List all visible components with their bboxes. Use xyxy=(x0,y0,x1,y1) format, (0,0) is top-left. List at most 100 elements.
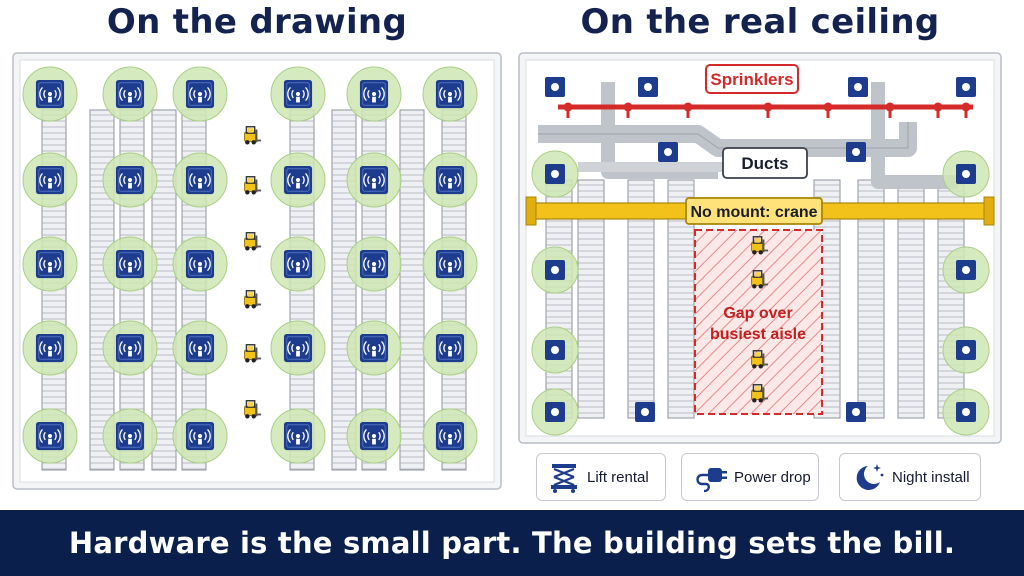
power-plug-icon xyxy=(696,468,727,493)
sensor-node xyxy=(545,77,565,97)
sensor-node xyxy=(942,246,990,294)
title-on-the-real-ceiling: On the real ceiling xyxy=(580,2,940,42)
sensor-node xyxy=(270,320,326,376)
sensor-icon xyxy=(435,165,465,195)
cost-label-power-drop: Power drop xyxy=(734,468,811,486)
sensor-node xyxy=(635,402,655,422)
sensor-node xyxy=(422,236,478,292)
sensor-icon xyxy=(35,79,65,109)
sensor-icon xyxy=(35,333,65,363)
footer-banner: Hardware is the small part. The building… xyxy=(0,510,1024,576)
sensor-node xyxy=(422,408,478,464)
sensor-node xyxy=(172,152,228,208)
sensor-node xyxy=(658,142,678,162)
sensor-icon xyxy=(115,249,145,279)
sensor-node xyxy=(942,388,990,436)
sensor-node xyxy=(102,152,158,208)
sensor-icon xyxy=(115,165,145,195)
sensor-icon xyxy=(359,249,389,279)
sensor-node xyxy=(848,77,868,97)
sprinkler-head xyxy=(885,102,895,112)
rack xyxy=(151,109,177,471)
cost-card-power-drop: Power drop xyxy=(681,453,819,501)
actual-sensor-positions xyxy=(531,77,990,436)
sensor-node xyxy=(22,408,78,464)
sensor-node xyxy=(270,66,326,122)
sensor-icon xyxy=(35,249,65,279)
sensor-icon xyxy=(283,421,313,451)
sensor-node xyxy=(172,408,228,464)
sensor-icon xyxy=(35,421,65,451)
sensor-node xyxy=(102,320,158,376)
sensor-node xyxy=(346,66,402,122)
sensor-node xyxy=(270,236,326,292)
sensor-icon xyxy=(115,421,145,451)
gap-label-line1: Gap over xyxy=(723,305,792,322)
sensor-node xyxy=(422,320,478,376)
footer-caption: Hardware is the small part. The building… xyxy=(68,526,956,560)
ducts-label: Ducts xyxy=(741,154,788,173)
sensor-node xyxy=(942,326,990,374)
sensor-node xyxy=(422,152,478,208)
sensor-icon xyxy=(185,333,215,363)
rack xyxy=(545,179,573,419)
sensor-icon xyxy=(435,79,465,109)
sprinklers-callout xyxy=(705,64,799,94)
rack xyxy=(857,179,885,419)
rack xyxy=(399,109,425,471)
rack xyxy=(577,179,605,419)
sensor-node xyxy=(531,388,579,436)
sprinkler-pipes xyxy=(558,102,973,118)
sensor-node xyxy=(531,150,579,198)
sensor-node xyxy=(638,77,658,97)
planned-sensor-grid xyxy=(22,66,478,464)
sensor-node xyxy=(270,408,326,464)
sprinkler-head xyxy=(623,102,633,112)
sensor-icon xyxy=(359,333,389,363)
sprinkler-head xyxy=(961,102,971,112)
rack xyxy=(331,109,357,471)
sensor-node xyxy=(531,246,579,294)
sensor-icon xyxy=(359,79,389,109)
sensor-icon xyxy=(283,79,313,109)
sensor-node xyxy=(422,66,478,122)
drawing-floorplan xyxy=(12,52,502,490)
sensor-node xyxy=(22,66,78,122)
no-mount-label: No mount: crane xyxy=(690,204,817,221)
sensor-node xyxy=(346,320,402,376)
moon-stars-icon xyxy=(856,464,884,490)
title-on-the-drawing: On the drawing xyxy=(106,2,408,42)
sensor-node xyxy=(22,236,78,292)
sensor-node xyxy=(531,326,579,374)
sensor-node xyxy=(172,320,228,376)
sensor-node xyxy=(846,142,866,162)
gap-label-line2: busiest aisle xyxy=(710,326,806,343)
no-mount-callout xyxy=(685,197,823,225)
sensor-icon xyxy=(283,249,313,279)
sensor-node xyxy=(102,236,158,292)
sensor-icon xyxy=(435,249,465,279)
sprinkler-head xyxy=(563,102,573,112)
sensor-icon xyxy=(359,421,389,451)
sensor-node xyxy=(942,150,990,198)
sensor-node xyxy=(102,408,158,464)
sensor-node xyxy=(346,152,402,208)
sensor-icon xyxy=(115,79,145,109)
coverage-gap-zone xyxy=(694,229,823,415)
sensor-icon xyxy=(283,333,313,363)
sensor-icon xyxy=(435,333,465,363)
sprinkler-head xyxy=(823,102,833,112)
sensor-node xyxy=(22,320,78,376)
rack xyxy=(897,179,925,419)
sprinkler-head xyxy=(763,102,773,112)
scissor-lift-icon xyxy=(551,464,577,493)
sensor-icon xyxy=(185,165,215,195)
sensor-icon xyxy=(185,79,215,109)
sensor-node xyxy=(172,236,228,292)
sensor-node xyxy=(22,152,78,208)
sprinkler-head xyxy=(933,102,943,112)
sensor-icon xyxy=(185,249,215,279)
cost-label-night-install: Night install xyxy=(892,468,970,486)
cost-card-lift-rental: Lift rental xyxy=(536,453,666,501)
sensor-node xyxy=(346,408,402,464)
